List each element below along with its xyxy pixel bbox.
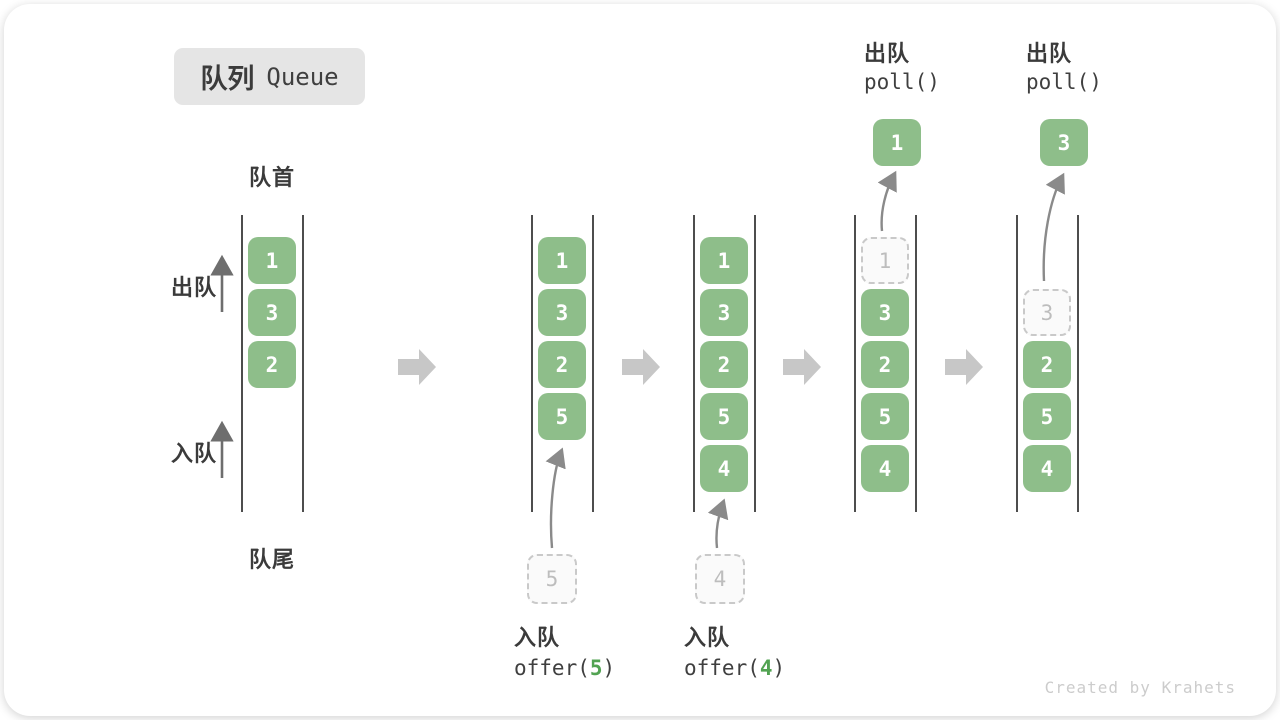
queue-item: 2: [248, 341, 296, 388]
queue-item: 4: [700, 445, 748, 492]
queue-wall-left: [241, 215, 243, 512]
queue-item: 5: [1023, 393, 1071, 440]
enqueue-flow-arrow-icon: [545, 447, 566, 549]
queue-wall-right: [1077, 215, 1079, 512]
op-code-arg: 5: [589, 656, 603, 680]
popped-item: 3: [1040, 119, 1088, 166]
queue-item: 3: [700, 289, 748, 336]
op-label: 出队: [1026, 41, 1073, 66]
queue-wall-left: [693, 215, 695, 512]
queue-item: 4: [861, 445, 909, 492]
title-badge: 队列 Queue: [174, 48, 365, 105]
queue-item: 2: [861, 341, 909, 388]
queue-wall-right: [915, 215, 917, 512]
op-label: 入队: [684, 625, 731, 650]
step-arrow-icon: [945, 349, 983, 385]
queue-wall-right: [302, 215, 304, 512]
enqueue-label: 入队: [170, 441, 217, 466]
watermark: Created by Krahets: [1044, 678, 1236, 697]
diagram-canvas: 队列 Queue 队首 队尾 出队 入队 1 3 2 1 3 2 5 5 入队 …: [4, 4, 1276, 716]
queue-item: 2: [538, 341, 586, 388]
dequeue-flow-arrow-icon: [877, 170, 897, 232]
ghost-item: 1: [861, 237, 909, 284]
op-label: 入队: [514, 625, 561, 650]
queue-wall-left: [1016, 215, 1018, 512]
op-code: offer(4): [684, 656, 786, 680]
queue-wall-left: [531, 215, 533, 512]
step-arrow-icon: [398, 349, 436, 385]
queue-item: 1: [538, 237, 586, 284]
queue-item: 2: [1023, 341, 1071, 388]
queue-item: 3: [861, 289, 909, 336]
queue-item: 3: [538, 289, 586, 336]
step-arrow-icon: [783, 349, 821, 385]
incoming-item: 4: [695, 554, 745, 604]
op-code: poll(): [1026, 70, 1102, 94]
queue-item: 1: [248, 237, 296, 284]
enqueue-flow-arrow-icon: [707, 498, 729, 549]
arrows-overlay: [210, 170, 1065, 549]
queue-item: 4: [1023, 445, 1071, 492]
dequeue-flow-arrow-icon: [1042, 172, 1065, 282]
title-en: Queue: [266, 62, 339, 91]
queue-rear-label: 队尾: [248, 547, 295, 572]
step-arrow-icon: [622, 349, 660, 385]
op-label: 出队: [864, 41, 911, 66]
queue-wall-right: [592, 215, 594, 512]
queue-item: 3: [248, 289, 296, 336]
queue-item: 5: [700, 393, 748, 440]
incoming-item: 5: [527, 554, 577, 604]
op-code: offer(5): [514, 656, 616, 680]
queue-wall-left: [854, 215, 856, 512]
queue-item: 5: [861, 393, 909, 440]
popped-item: 1: [873, 119, 921, 166]
dequeue-label: 出队: [170, 275, 217, 300]
queue-front-label: 队首: [248, 165, 295, 190]
queue-wall-right: [754, 215, 756, 512]
ghost-item: 3: [1023, 289, 1071, 336]
queue-item: 1: [700, 237, 748, 284]
op-code: poll(): [864, 70, 940, 94]
queue-item: 5: [538, 393, 586, 440]
title-zh: 队列: [200, 64, 255, 94]
queue-item: 2: [700, 341, 748, 388]
op-code-arg: 4: [759, 656, 773, 680]
